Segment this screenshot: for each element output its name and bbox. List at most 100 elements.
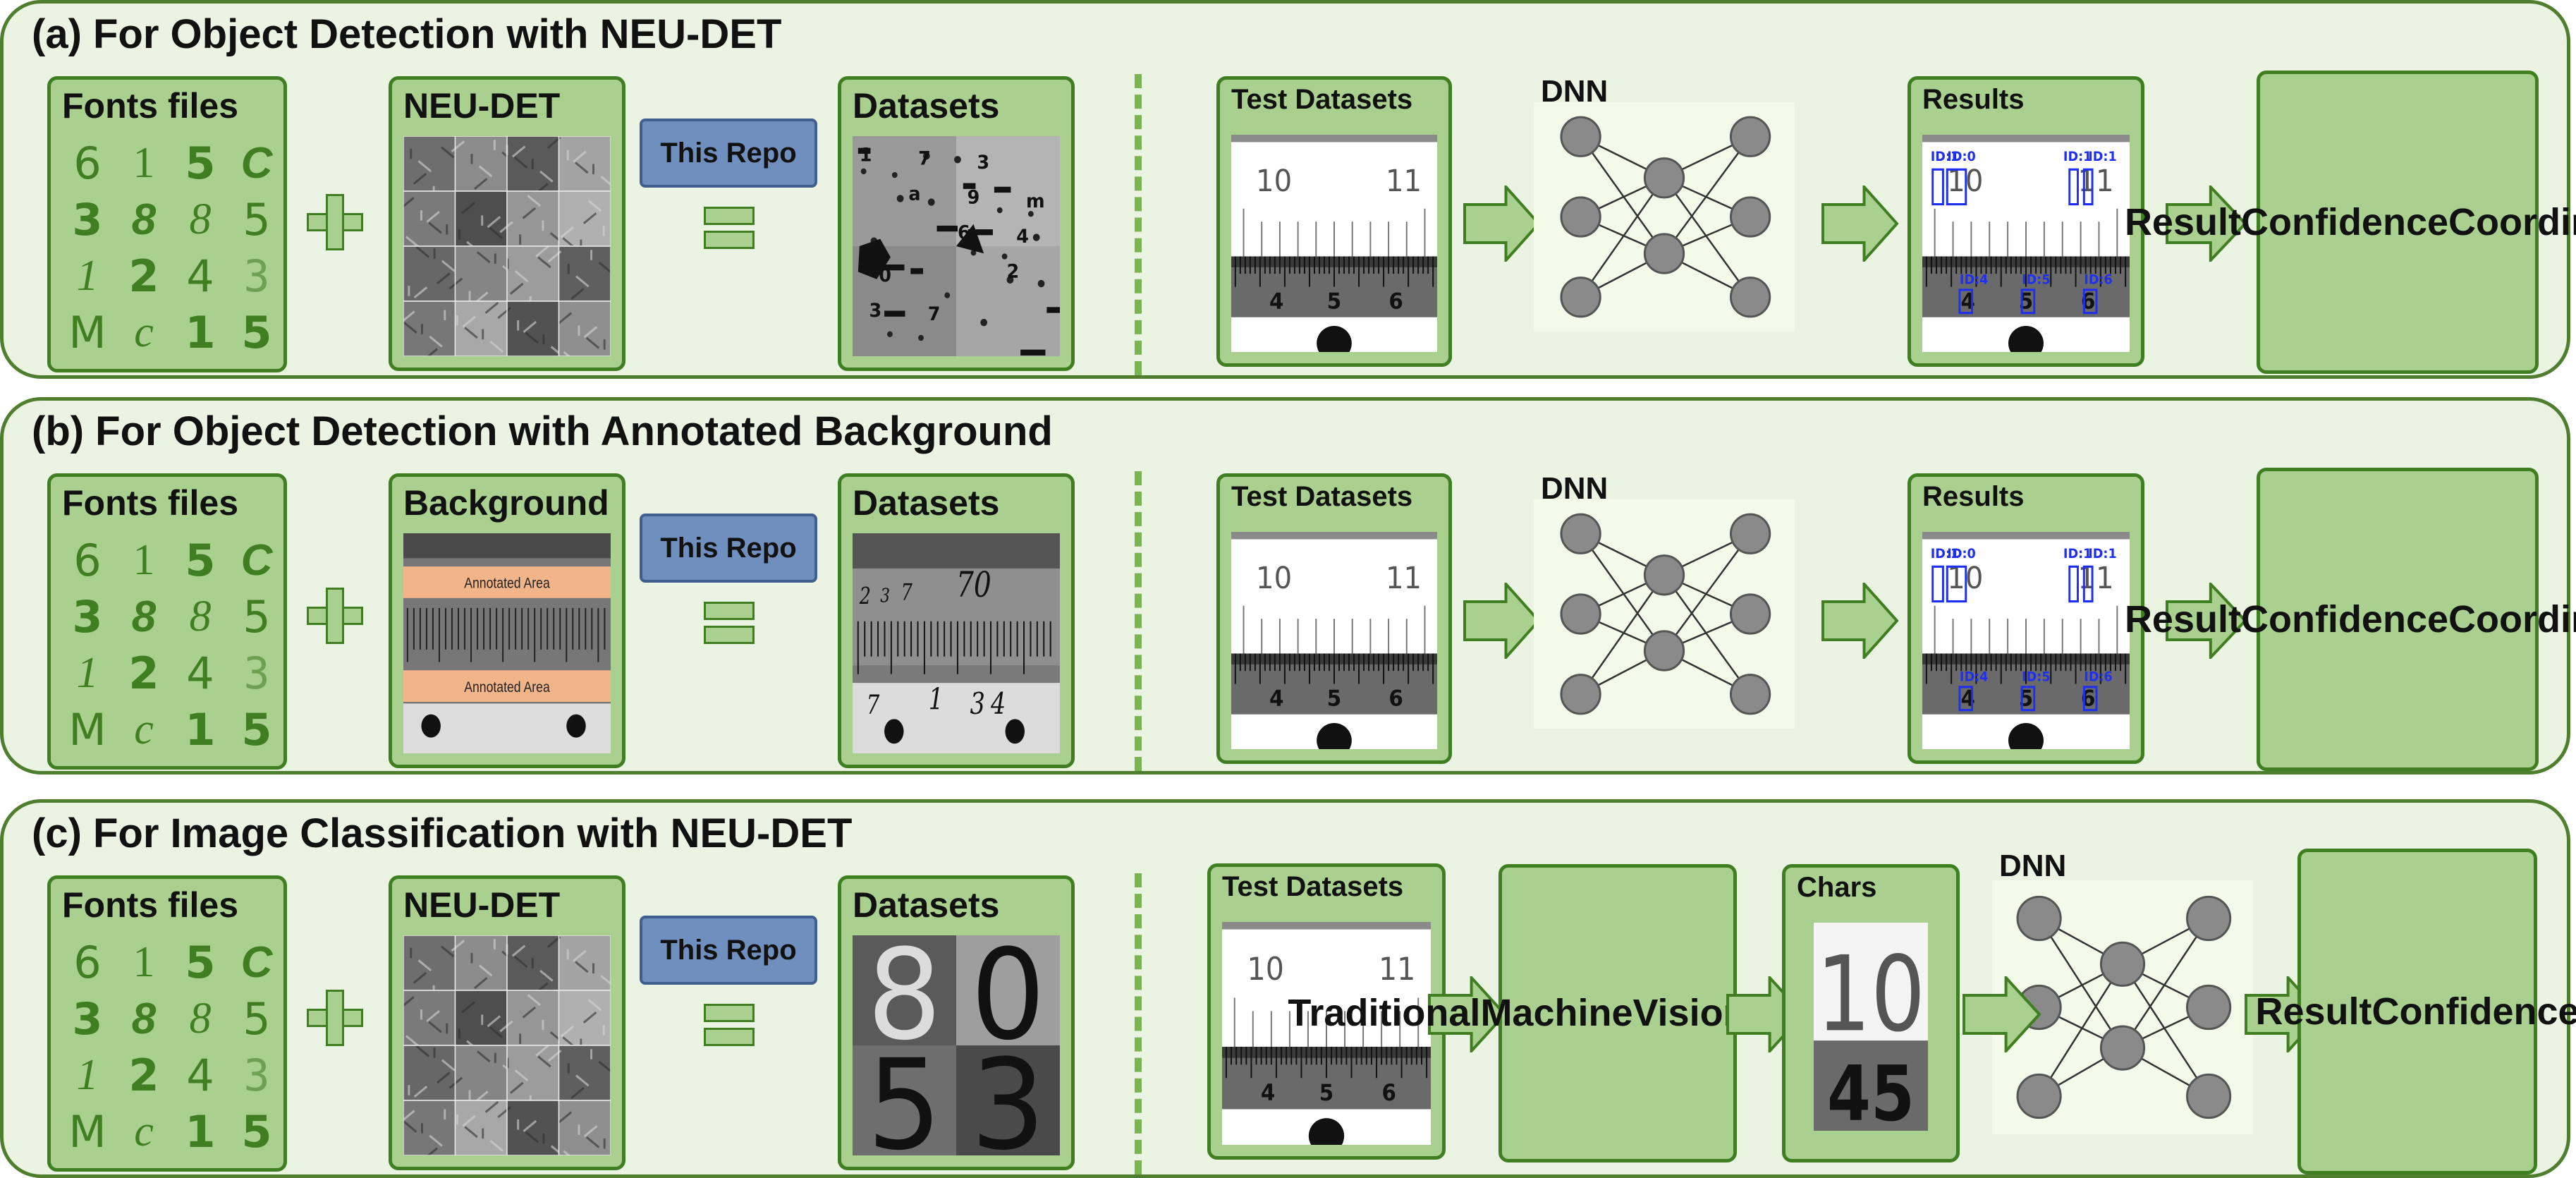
detection-tag: ID:5 <box>2022 272 2051 288</box>
dataset-b-glyph: 7 <box>867 689 880 719</box>
detection-tag: ID:1 <box>1931 546 1960 561</box>
panel-title: (c) For Image Classification with NEU-DE… <box>32 810 853 856</box>
font-sample-glyph: c <box>134 308 154 356</box>
font-sample-glyph: 4 <box>186 250 214 302</box>
arrow-icon <box>1428 976 1507 1052</box>
ruler-number: 5 <box>1327 686 1341 712</box>
output-line: Result <box>2124 200 2241 243</box>
ruler-number: 10 <box>1256 560 1292 596</box>
font-sample-glyph: c <box>134 705 154 753</box>
font-sample-glyph: M <box>68 1105 106 1158</box>
this-repo-label: This Repo <box>640 916 817 985</box>
detection-tag: ID:4 <box>1960 669 1989 685</box>
ruler-number: 4 <box>1269 686 1283 712</box>
svg-text:4: 4 <box>1016 226 1029 248</box>
dnn-network <box>1534 102 1795 332</box>
divider-line <box>1135 873 1142 1174</box>
results-label: Results <box>1922 481 2025 512</box>
fonts-files-label: Fonts files <box>62 483 239 523</box>
svg-text:a: a <box>908 183 920 205</box>
detection-tag: ID:1 <box>2088 149 2117 164</box>
detection-tag: ID:5 <box>2022 669 2051 685</box>
chars-glyph: 10 <box>1817 934 1926 1055</box>
divider-line <box>1135 74 1142 375</box>
results-label: Results <box>1922 84 2025 115</box>
dataset-b-glyph: 4 <box>990 686 1006 721</box>
panel-title: (b) For Object Detection with Annotated … <box>32 408 1053 454</box>
font-sample-glyph: 6 <box>73 936 102 988</box>
font-sample-glyph: 5 <box>185 137 216 189</box>
font-sample-glyph: 5 <box>243 193 271 245</box>
svg-text:3: 3 <box>977 152 989 174</box>
ruler-number: 10 <box>1256 163 1292 199</box>
detection-tag: ID:1 <box>2063 546 2092 561</box>
svg-text:6: 6 <box>958 222 970 244</box>
dataset-b-glyph: 7 <box>901 579 913 606</box>
test-datasets-label: Test Datasets <box>1231 481 1413 512</box>
equals-icon <box>704 207 755 250</box>
arrow-icon <box>1821 186 1899 262</box>
output-line: Confidence <box>2240 597 2449 640</box>
chars-glyph: 45 <box>1827 1050 1915 1131</box>
font-sample-glyph: c <box>134 1107 154 1155</box>
output-line: Result <box>2255 990 2372 1033</box>
dataset-b-glyph: 3 <box>880 584 890 607</box>
font-sample-glyph: 3 <box>243 1049 270 1101</box>
font-sample-glyph: 8 <box>189 592 212 640</box>
detection-tag: ID:1 <box>2063 149 2092 164</box>
divider-line <box>1135 471 1142 771</box>
panel-title: (a) For Object Detection with NEU-DET <box>32 11 782 57</box>
arrow-icon <box>1962 976 2041 1052</box>
font-sample-glyph: 3 <box>72 193 103 245</box>
arrow-icon <box>2166 583 2247 659</box>
font-sample-glyph: 8 <box>131 592 157 641</box>
detection-tag: ID:1 <box>1931 149 1960 164</box>
font-sample-glyph: 8 <box>189 994 212 1043</box>
source-box: NEU-DET <box>389 76 625 371</box>
detection-tag: ID:0 <box>1947 546 1976 561</box>
svg-text:7: 7 <box>918 148 931 170</box>
output-line: Result <box>2124 597 2241 640</box>
algorithms-box: TraditionalMachineVisionAlgorithms <box>1288 864 1948 1162</box>
test-datasets-label: Test Datasets <box>1222 871 1404 902</box>
this-repo-label: This Repo <box>640 119 817 188</box>
font-sample-glyph: M <box>68 306 106 358</box>
source-box: NEU-DET <box>389 875 625 1170</box>
font-sample-glyph: 1 <box>133 138 155 187</box>
neu-det-image-texture <box>403 136 611 356</box>
svg-text:0: 0 <box>879 265 891 286</box>
font-sample-glyph: 6 <box>73 137 102 189</box>
output-line: Coordinates <box>2448 200 2576 243</box>
annotated-area-label: Annotated Area <box>464 679 550 696</box>
font-sample-glyph: 3 <box>243 647 270 699</box>
datasets-label: Datasets <box>853 483 1000 523</box>
panel-b: (b) For Object Detection with Annotated … <box>0 397 2576 775</box>
datasets-label: Datasets <box>853 86 1000 126</box>
font-sample-glyph: C <box>240 138 273 188</box>
equals-icon <box>704 602 755 645</box>
fonts-files-label: Fonts files <box>62 885 239 925</box>
font-sample-glyph: C <box>240 937 273 987</box>
ruler-number: 6 <box>1382 1081 1396 1106</box>
font-sample-glyph: 3 <box>72 590 103 643</box>
font-sample-glyph: 4 <box>186 647 214 699</box>
